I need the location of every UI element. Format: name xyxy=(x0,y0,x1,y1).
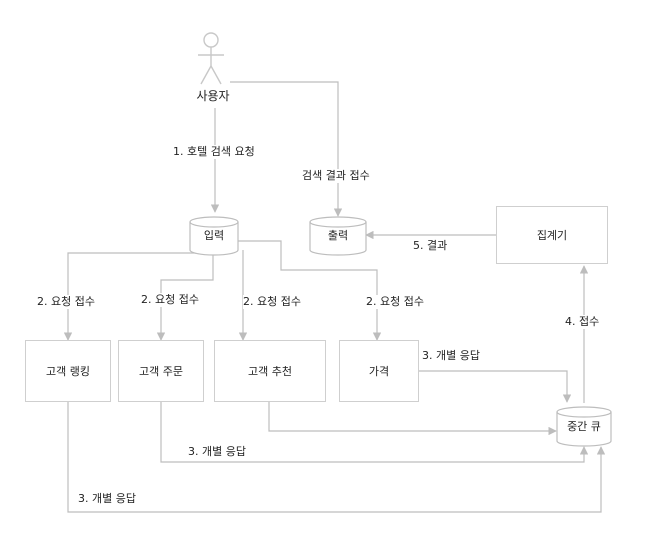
aggregator-box: 집계기 xyxy=(496,206,608,264)
output-cylinder-icon xyxy=(309,216,367,256)
customer-order-label: 고객 주문 xyxy=(139,365,183,378)
edge-label-request-receive-ranking: 2. 요청 접수 xyxy=(37,295,95,309)
edge-recommend-to-queue xyxy=(268,402,557,436)
output-label: 출력 xyxy=(327,229,349,242)
middle-queue-label: 중간 큐 xyxy=(567,420,601,433)
edge-ranking-to-queue xyxy=(67,402,606,513)
customer-ranking-label: 고객 랭킹 xyxy=(46,365,90,378)
customer-order-box: 고객 주문 xyxy=(118,340,204,402)
edge-order-to-queue xyxy=(160,402,589,463)
edge-label-individual-response-ranking: 3. 개별 응답 xyxy=(78,492,136,506)
price-box: 가격 xyxy=(339,340,419,402)
edge-label-hotel-search: 1. 호텔 검색 요청 xyxy=(173,145,255,159)
edge-label-request-receive-recommend: 2. 요청 접수 xyxy=(243,295,301,309)
input-cylinder-icon xyxy=(189,216,239,256)
edge-label-request-receive-order: 2. 요청 접수 xyxy=(141,293,199,307)
edge-price-to-queue xyxy=(419,370,572,403)
edge-label-individual-response-order: 3. 개별 응답 xyxy=(188,445,246,459)
customer-recommend-label: 고객 추천 xyxy=(248,365,292,378)
edge-label-request-receive-price: 2. 요청 접수 xyxy=(366,295,424,309)
input-label: 입력 xyxy=(203,229,225,242)
user-actor-icon xyxy=(198,32,224,85)
edge-label-search-result-receive: 검색 결과 접수 xyxy=(302,169,370,183)
edge-input-to-ranking xyxy=(63,252,200,341)
middle-queue-cylinder-icon xyxy=(556,406,612,447)
edge-label-receive-4: 4. 접수 xyxy=(565,315,600,329)
aggregator-label: 집계기 xyxy=(536,229,568,242)
price-label: 가격 xyxy=(368,365,390,378)
edge-input-to-order xyxy=(156,253,214,341)
edge-label-individual-response-price: 3. 개별 응답 xyxy=(422,349,480,363)
customer-recommend-box: 고객 추천 xyxy=(214,340,326,402)
edge-label-result: 5. 결과 xyxy=(413,239,448,253)
user-label: 사용자 xyxy=(196,89,230,103)
customer-ranking-box: 고객 랭킹 xyxy=(25,340,111,402)
edge-input-to-price xyxy=(234,240,382,341)
